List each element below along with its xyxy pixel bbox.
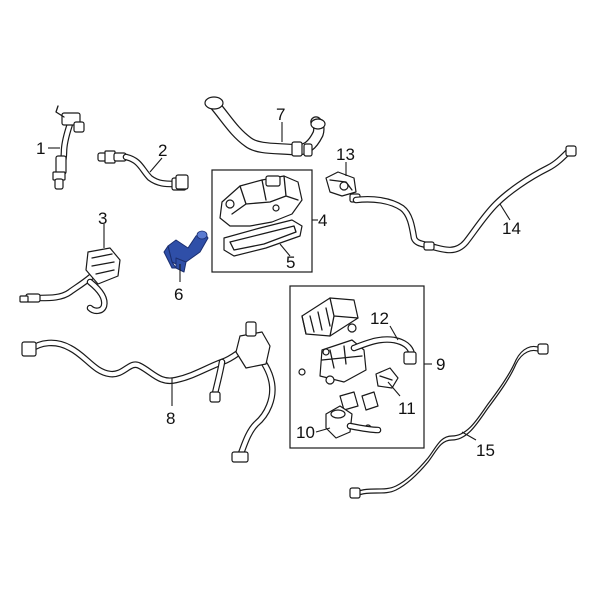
part-12-valve-hose[interactable]	[350, 336, 417, 365]
part-2-oxygen-sensor[interactable]	[97, 150, 189, 191]
callout-10: 10	[296, 423, 315, 442]
callout-3: 3	[98, 209, 107, 228]
callout-8: 8	[166, 409, 175, 428]
part-3-oxygen-sensor[interactable]	[19, 247, 121, 315]
part-14-vapor-line[interactable]	[352, 145, 577, 254]
part-9-box	[289, 285, 425, 449]
part-1-oxygen-sensor[interactable]	[52, 105, 85, 190]
callout-7: 7	[276, 105, 285, 124]
part-7-hose[interactable]	[204, 96, 326, 157]
leader-lines	[48, 122, 511, 441]
part-10-purge-valve[interactable]	[325, 405, 382, 439]
callout-13: 13	[336, 145, 355, 164]
part-5-gasket[interactable]	[223, 219, 303, 257]
callout-6: 6	[174, 285, 183, 304]
callout-4: 4	[318, 211, 327, 230]
callout-1: 1	[36, 139, 45, 158]
part-4-canister-cover[interactable]	[219, 175, 303, 227]
callout-5: 5	[286, 253, 295, 272]
part-6-sensor-highlighted[interactable]	[163, 230, 209, 273]
callout-15: 15	[476, 441, 495, 460]
callout-9: 9	[436, 355, 445, 374]
part-4-box	[211, 169, 313, 273]
part-11-bracket[interactable]	[339, 367, 399, 411]
callout-labels: 1 2 3 4 5 6 7 8 9 10 11 12 13 14 15	[36, 105, 521, 460]
callout-11: 11	[398, 399, 416, 418]
callout-12: 12	[370, 309, 389, 328]
part-15-vapor-line[interactable]	[349, 343, 549, 499]
callout-14: 14	[502, 219, 521, 238]
part-8-vapor-hose[interactable]	[21, 321, 276, 463]
callout-2: 2	[158, 141, 167, 160]
